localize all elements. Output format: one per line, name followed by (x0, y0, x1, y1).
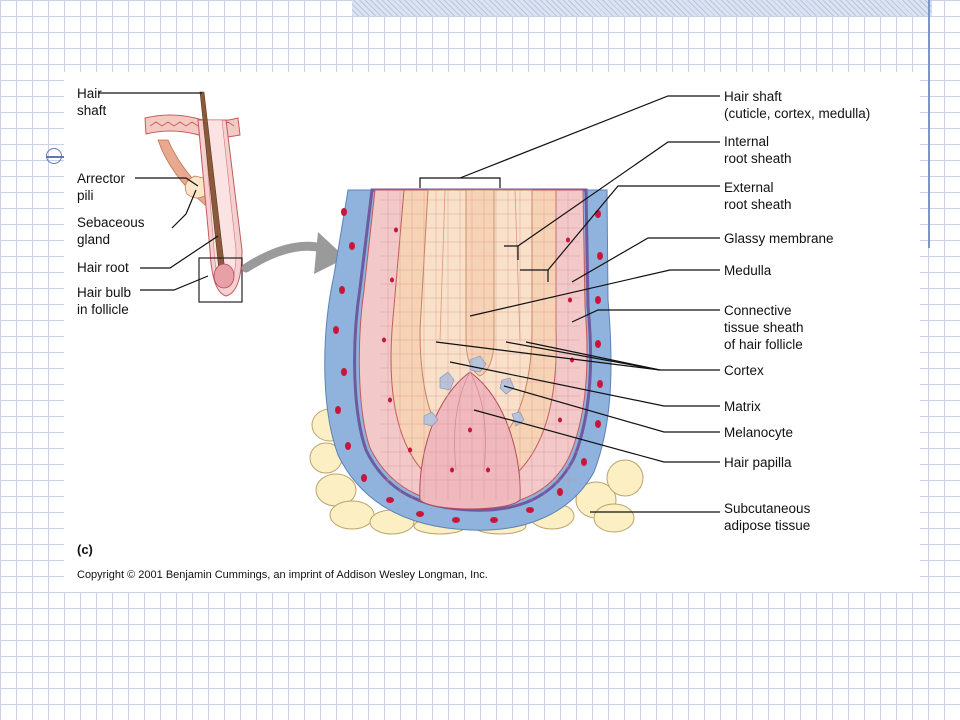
label-melanocyte: Melanocyte (724, 425, 794, 440)
label-hair-papilla: Hair papilla (724, 455, 792, 470)
label-connective-tissue-sheath: Connective tissue sheath of hair follicl… (724, 303, 804, 352)
label-arrector-pili: Arrector pili (77, 171, 126, 203)
label-matrix: Matrix (724, 399, 761, 414)
label-hair-shaft: Hair shaft (cuticle, cortex, medulla) (724, 89, 871, 121)
label-medulla: Medulla (724, 263, 772, 278)
label-cortex: Cortex (724, 363, 764, 378)
label-subcutaneous-adipose: Subcutaneous adipose tissue (724, 501, 811, 533)
bullet-line (46, 156, 72, 158)
panel-letter: (c) (77, 542, 93, 557)
label-hair-bulb: Hair bulb in follicle (77, 285, 132, 317)
slide-decoration-line (928, 0, 930, 248)
label-internal-root-sheath: Internal root sheath (724, 134, 792, 166)
label-glassy-membrane: Glassy membrane (724, 231, 834, 246)
bulb-cross-section (309, 188, 644, 535)
overview-follicle (144, 91, 346, 303)
label-hair-root: Hair root (77, 260, 129, 275)
slide-decoration-bar (352, 0, 932, 16)
label-hair-shaft-overview: Hair shaft (77, 86, 107, 118)
leader-lines (98, 92, 720, 513)
label-sebaceous-gland: Sebaceous gland (77, 215, 145, 247)
label-external-root-sheath: External root sheath (724, 180, 792, 212)
copyright-caption: Copyright © 2001 Benjamin Cummings, an i… (77, 569, 488, 581)
cell-texture (380, 190, 580, 500)
